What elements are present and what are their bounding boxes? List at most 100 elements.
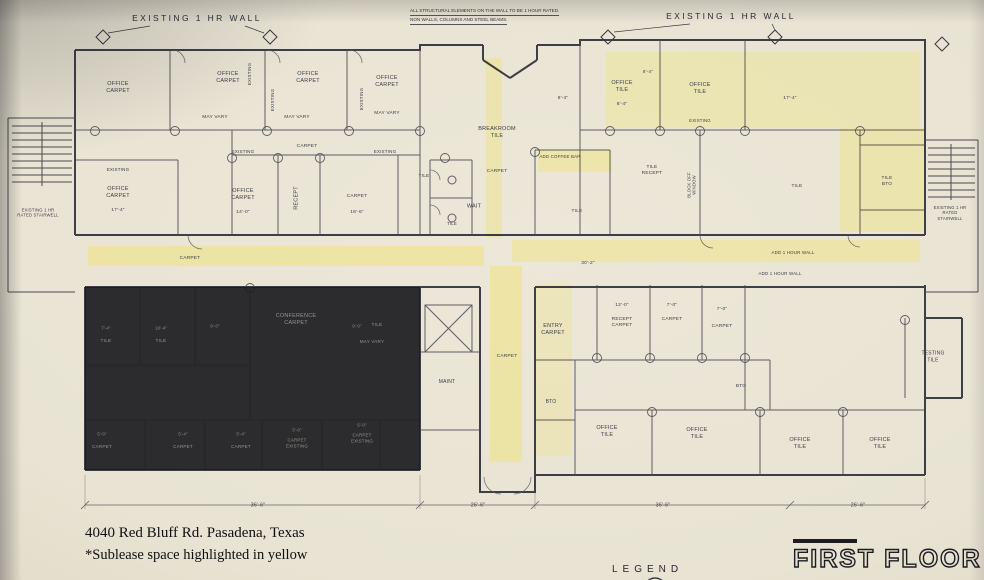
label-recept: RECEPT bbox=[293, 186, 300, 210]
label-existing-1-hr-rated-stairwell: EXISTING 1 HR RATED STAIRWELL bbox=[17, 207, 59, 218]
label-office-carpet: OFFICE CARPET bbox=[216, 70, 240, 84]
title-block-rule bbox=[793, 539, 857, 543]
stairwells bbox=[7, 117, 979, 293]
label-bto: BTO bbox=[735, 383, 747, 389]
legend-label: LEGEND bbox=[612, 564, 684, 575]
label-17-4: 17'-4" bbox=[111, 207, 125, 213]
label-carpet: CARPET bbox=[296, 143, 318, 149]
label-tile: TILE bbox=[155, 338, 167, 344]
label-carpet: CARPET bbox=[486, 168, 508, 174]
label-may-vary: MAY VARY bbox=[202, 114, 228, 120]
label-carpet: CARPET bbox=[92, 444, 112, 450]
label-block-off-window: BLOCK OFF WINDOW bbox=[686, 172, 697, 198]
label-office-tile: OFFICE TILE bbox=[689, 81, 711, 95]
label-add-coffee-bar: ADD COFFEE BAR bbox=[539, 154, 581, 160]
label-existing: EXISTING bbox=[270, 88, 276, 112]
label-office-tile: OFFICE TILE bbox=[596, 424, 618, 438]
label-tile: TILE bbox=[371, 322, 383, 328]
label-14-0: 14'-0" bbox=[236, 209, 250, 215]
label-may-vary: MAY VARY bbox=[359, 339, 385, 345]
label-tile: TILE bbox=[447, 221, 457, 227]
label-carpet-existing: CARPET EXISTING bbox=[285, 437, 309, 448]
label-conference-carpet: CONFERENCE CARPET bbox=[275, 312, 317, 326]
label-carpet: CARPET bbox=[496, 353, 518, 359]
label-30-2: 30'-2" bbox=[581, 260, 595, 266]
label-tile: TILE bbox=[100, 338, 112, 344]
label-may-vary: MAY VARY bbox=[374, 110, 400, 116]
label-tile: TILE bbox=[571, 208, 583, 214]
label-recept-carpet: RECEPT CARPET bbox=[611, 316, 633, 328]
label-entry-carpet: ENTRY CARPET bbox=[541, 322, 565, 336]
label-testing-tile: TESTING TILE bbox=[921, 350, 945, 364]
label-office-carpet: OFFICE CARPET bbox=[106, 185, 130, 199]
existing-1hr-wall-note-left: EXISTING 1 HR WALL bbox=[132, 13, 262, 23]
label-carpet: CARPET bbox=[661, 316, 683, 322]
label-5-0: 5'-0" bbox=[292, 427, 302, 433]
label-tile: TILE bbox=[791, 183, 803, 189]
label-carpet: CARPET bbox=[231, 444, 251, 450]
label-tile-bto: TILE BTO bbox=[881, 175, 893, 187]
label-existing: EXISTING bbox=[359, 87, 365, 111]
label-office-carpet: OFFICE CARPET bbox=[375, 74, 399, 88]
label-36-6: 36'-6" bbox=[250, 502, 266, 509]
label-17-4: 17'-4" bbox=[783, 95, 797, 101]
first-floor-title: FIRST FLOOR bbox=[792, 544, 982, 573]
label-8-4: 8'-4" bbox=[642, 69, 654, 75]
label-existing: EXISTING bbox=[247, 62, 253, 86]
label-carpet-existing: CARPET EXISTING bbox=[350, 432, 374, 443]
sublease-blackout-overlay bbox=[85, 287, 420, 470]
label-wait: WAIT bbox=[466, 203, 482, 210]
label-10-4: 10'-4" bbox=[155, 325, 167, 331]
label-7-4: 7'-4" bbox=[101, 325, 111, 331]
label-8-4: 8'-4" bbox=[557, 95, 569, 101]
label-5-0: 5'-0" bbox=[97, 431, 107, 437]
structural-note: ALL STRUCTURAL ELEMENTS ON THE WALL TO B… bbox=[410, 7, 580, 25]
existing-1hr-wall-note-right: EXISTING 1 HR WALL bbox=[666, 11, 796, 21]
label-8-4: 8'-4" bbox=[616, 101, 628, 107]
legend-symbol-circle bbox=[647, 577, 663, 580]
label-add-1-hour-wall: ADD 1 HOUR WALL bbox=[771, 250, 815, 256]
label-12-0: 12'-0" bbox=[615, 302, 629, 308]
label-5-4: 5'-4" bbox=[236, 431, 246, 437]
wall-tag-diamonds bbox=[95, 23, 950, 52]
label-office-carpet: OFFICE CARPET bbox=[296, 70, 320, 84]
sublease-note: *Sublease space highlighted in yellow bbox=[85, 547, 308, 563]
label-office-tile: OFFICE TILE bbox=[686, 426, 708, 440]
label-bto: BTO bbox=[545, 398, 557, 405]
label-existing: EXISTING bbox=[231, 149, 255, 155]
label-office-tile: OFFICE TILE bbox=[869, 436, 891, 450]
label-7-0: 7'-0" bbox=[666, 302, 678, 308]
label-tile-recept: TILE RECEPT bbox=[641, 164, 663, 176]
dimension-line bbox=[80, 475, 930, 510]
label-5-0: 5'-0" bbox=[357, 422, 367, 428]
label-carpet: CARPET bbox=[179, 255, 201, 261]
structural-note-line2: NON WALLS, COLUMNS AND STEEL BEAMS. bbox=[410, 16, 508, 25]
label-existing-1-hr-rated-stairwell: EXISTING 1 HR RATED STAIRWELL bbox=[933, 204, 967, 221]
label-carpet: CARPET bbox=[711, 323, 733, 329]
label-office-tile: OFFICE TILE bbox=[789, 436, 811, 450]
label-36-6: 36'-6" bbox=[655, 502, 671, 509]
label-existing: EXISTING bbox=[689, 118, 711, 124]
label-maint: MAINT bbox=[438, 378, 456, 385]
label-7-0: 7'-0" bbox=[716, 306, 728, 312]
structural-note-line1: ALL STRUCTURAL ELEMENTS ON THE WALL TO B… bbox=[410, 7, 560, 16]
label-5-4: 5'-4" bbox=[178, 431, 188, 437]
label-office-tile: OFFICE TILE bbox=[611, 79, 633, 93]
yellow-highlight-areas bbox=[88, 52, 924, 462]
label-9-0: 9'-0" bbox=[210, 323, 220, 329]
label-office-carpet: OFFICE CARPET bbox=[231, 187, 255, 201]
label-26-6: 26'-6" bbox=[850, 502, 866, 509]
label-26-6: 26'-6" bbox=[470, 502, 486, 509]
label-9-0: 9'-0" bbox=[352, 323, 362, 329]
address-line: 4040 Red Bluff Rd. Pasadena, Texas bbox=[85, 525, 305, 541]
label-existing: EXISTING bbox=[106, 167, 130, 173]
label-add-1-hour-wall: ADD 1 HOUR WALL bbox=[758, 271, 802, 277]
label-existing: EXISTING bbox=[373, 149, 397, 155]
label-tile: TILE bbox=[418, 173, 430, 179]
label-carpet: CARPET bbox=[346, 193, 368, 199]
label-office-carpet: OFFICE CARPET bbox=[106, 80, 130, 94]
label-18-6: 18'-6" bbox=[350, 209, 364, 215]
